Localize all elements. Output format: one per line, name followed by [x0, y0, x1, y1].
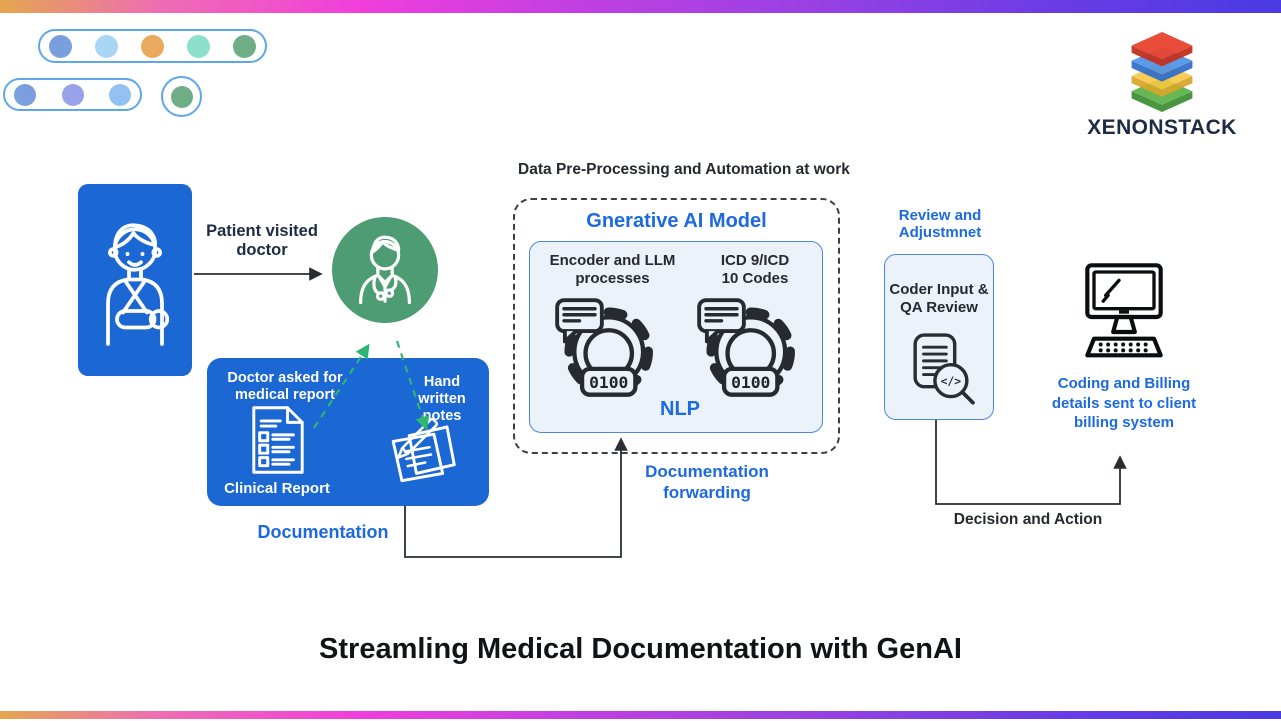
coder-panel: Coder Input & QA Review </>: [884, 254, 994, 420]
decor-ring: [161, 76, 202, 117]
icd-codes-label: ICD 9/ICD 10 Codes: [720, 252, 790, 287]
patient-icon: [106, 223, 170, 346]
logo-layer-green-side: [1131, 91, 1193, 112]
decor-dot: [61, 83, 84, 106]
decision-action-label: Decision and Action: [953, 511, 1103, 528]
bottom-gradient-bar: [0, 711, 1281, 719]
doctor-request-label: Doctor asked for medical report: [227, 370, 343, 404]
logo-layer-blue-side: [1131, 60, 1193, 82]
logo-layer-yellow-side: [1131, 76, 1193, 97]
logo-layer-red-side: [1131, 45, 1193, 67]
encoder-llm-label: Encoder and LLM processes: [549, 252, 676, 287]
top-gradient-bar: [0, 0, 1281, 13]
coder-review-icon: </>: [913, 333, 975, 405]
decor-dot: [141, 34, 164, 58]
brand-wordmark: XENONSTACK: [1087, 116, 1237, 139]
decor-dot: [233, 34, 256, 58]
doctor-node: [332, 217, 438, 323]
decor-pill-1: [38, 29, 267, 63]
decor-dot: [109, 83, 131, 106]
nlp-panel: Encoder and LLM processes ICD 9/ICD 10 C…: [529, 241, 823, 433]
coder-input-label: Coder Input & QA Review: [889, 281, 989, 316]
handwritten-notes-icon: [391, 418, 456, 483]
review-adjustment-heading: Review and Adjustmnet: [898, 207, 982, 242]
decor-dot: [187, 34, 210, 58]
documentation-label: Documentation: [257, 522, 389, 542]
decor-dot: [14, 83, 36, 106]
genai-model-title: Gnerative AI Model: [586, 210, 767, 232]
documentation-box: Doctor asked for medical report Clinical…: [207, 358, 489, 506]
logo-layer-red: [1131, 32, 1193, 60]
documentation-forwarding-label: Documentation forwarding: [645, 462, 769, 502]
clinical-report-icon: [252, 406, 304, 474]
billing-computer-icon: [1085, 263, 1163, 358]
connector-coder-to-billing: [935, 420, 1127, 505]
decor-dot: [95, 34, 118, 58]
icd-gear-icon: 0100: [697, 298, 795, 397]
decor-dot: [49, 34, 72, 58]
page-title: Streamling Medical Documentation with Ge…: [319, 633, 962, 665]
xenonstack-logo-icon: [1131, 32, 1193, 112]
handwritten-notes-label: Hand written notes: [418, 374, 466, 425]
doctor-icon: [359, 235, 411, 305]
genai-dashed-box: Gnerative AI Model Encoder and LLM proce…: [513, 198, 840, 454]
decor-pill-2: [3, 78, 142, 111]
code-glyph-text: </>: [941, 374, 962, 388]
patient-visited-label: Patient visited doctor: [206, 222, 318, 260]
decor-dot: [170, 85, 193, 108]
gear-code-text: 0100: [731, 373, 770, 392]
encoder-gear-icon: 0100: [555, 298, 653, 397]
patient-card: [78, 184, 192, 376]
clinical-report-label: Clinical Report: [224, 480, 330, 497]
billing-details-label: Coding and Billing details sent to clien…: [1051, 375, 1197, 431]
gear-code-text: 0100: [589, 373, 628, 392]
nlp-label: NLP: [660, 398, 700, 420]
preprocessing-heading: Data Pre-Processing and Automation at wo…: [518, 161, 850, 178]
